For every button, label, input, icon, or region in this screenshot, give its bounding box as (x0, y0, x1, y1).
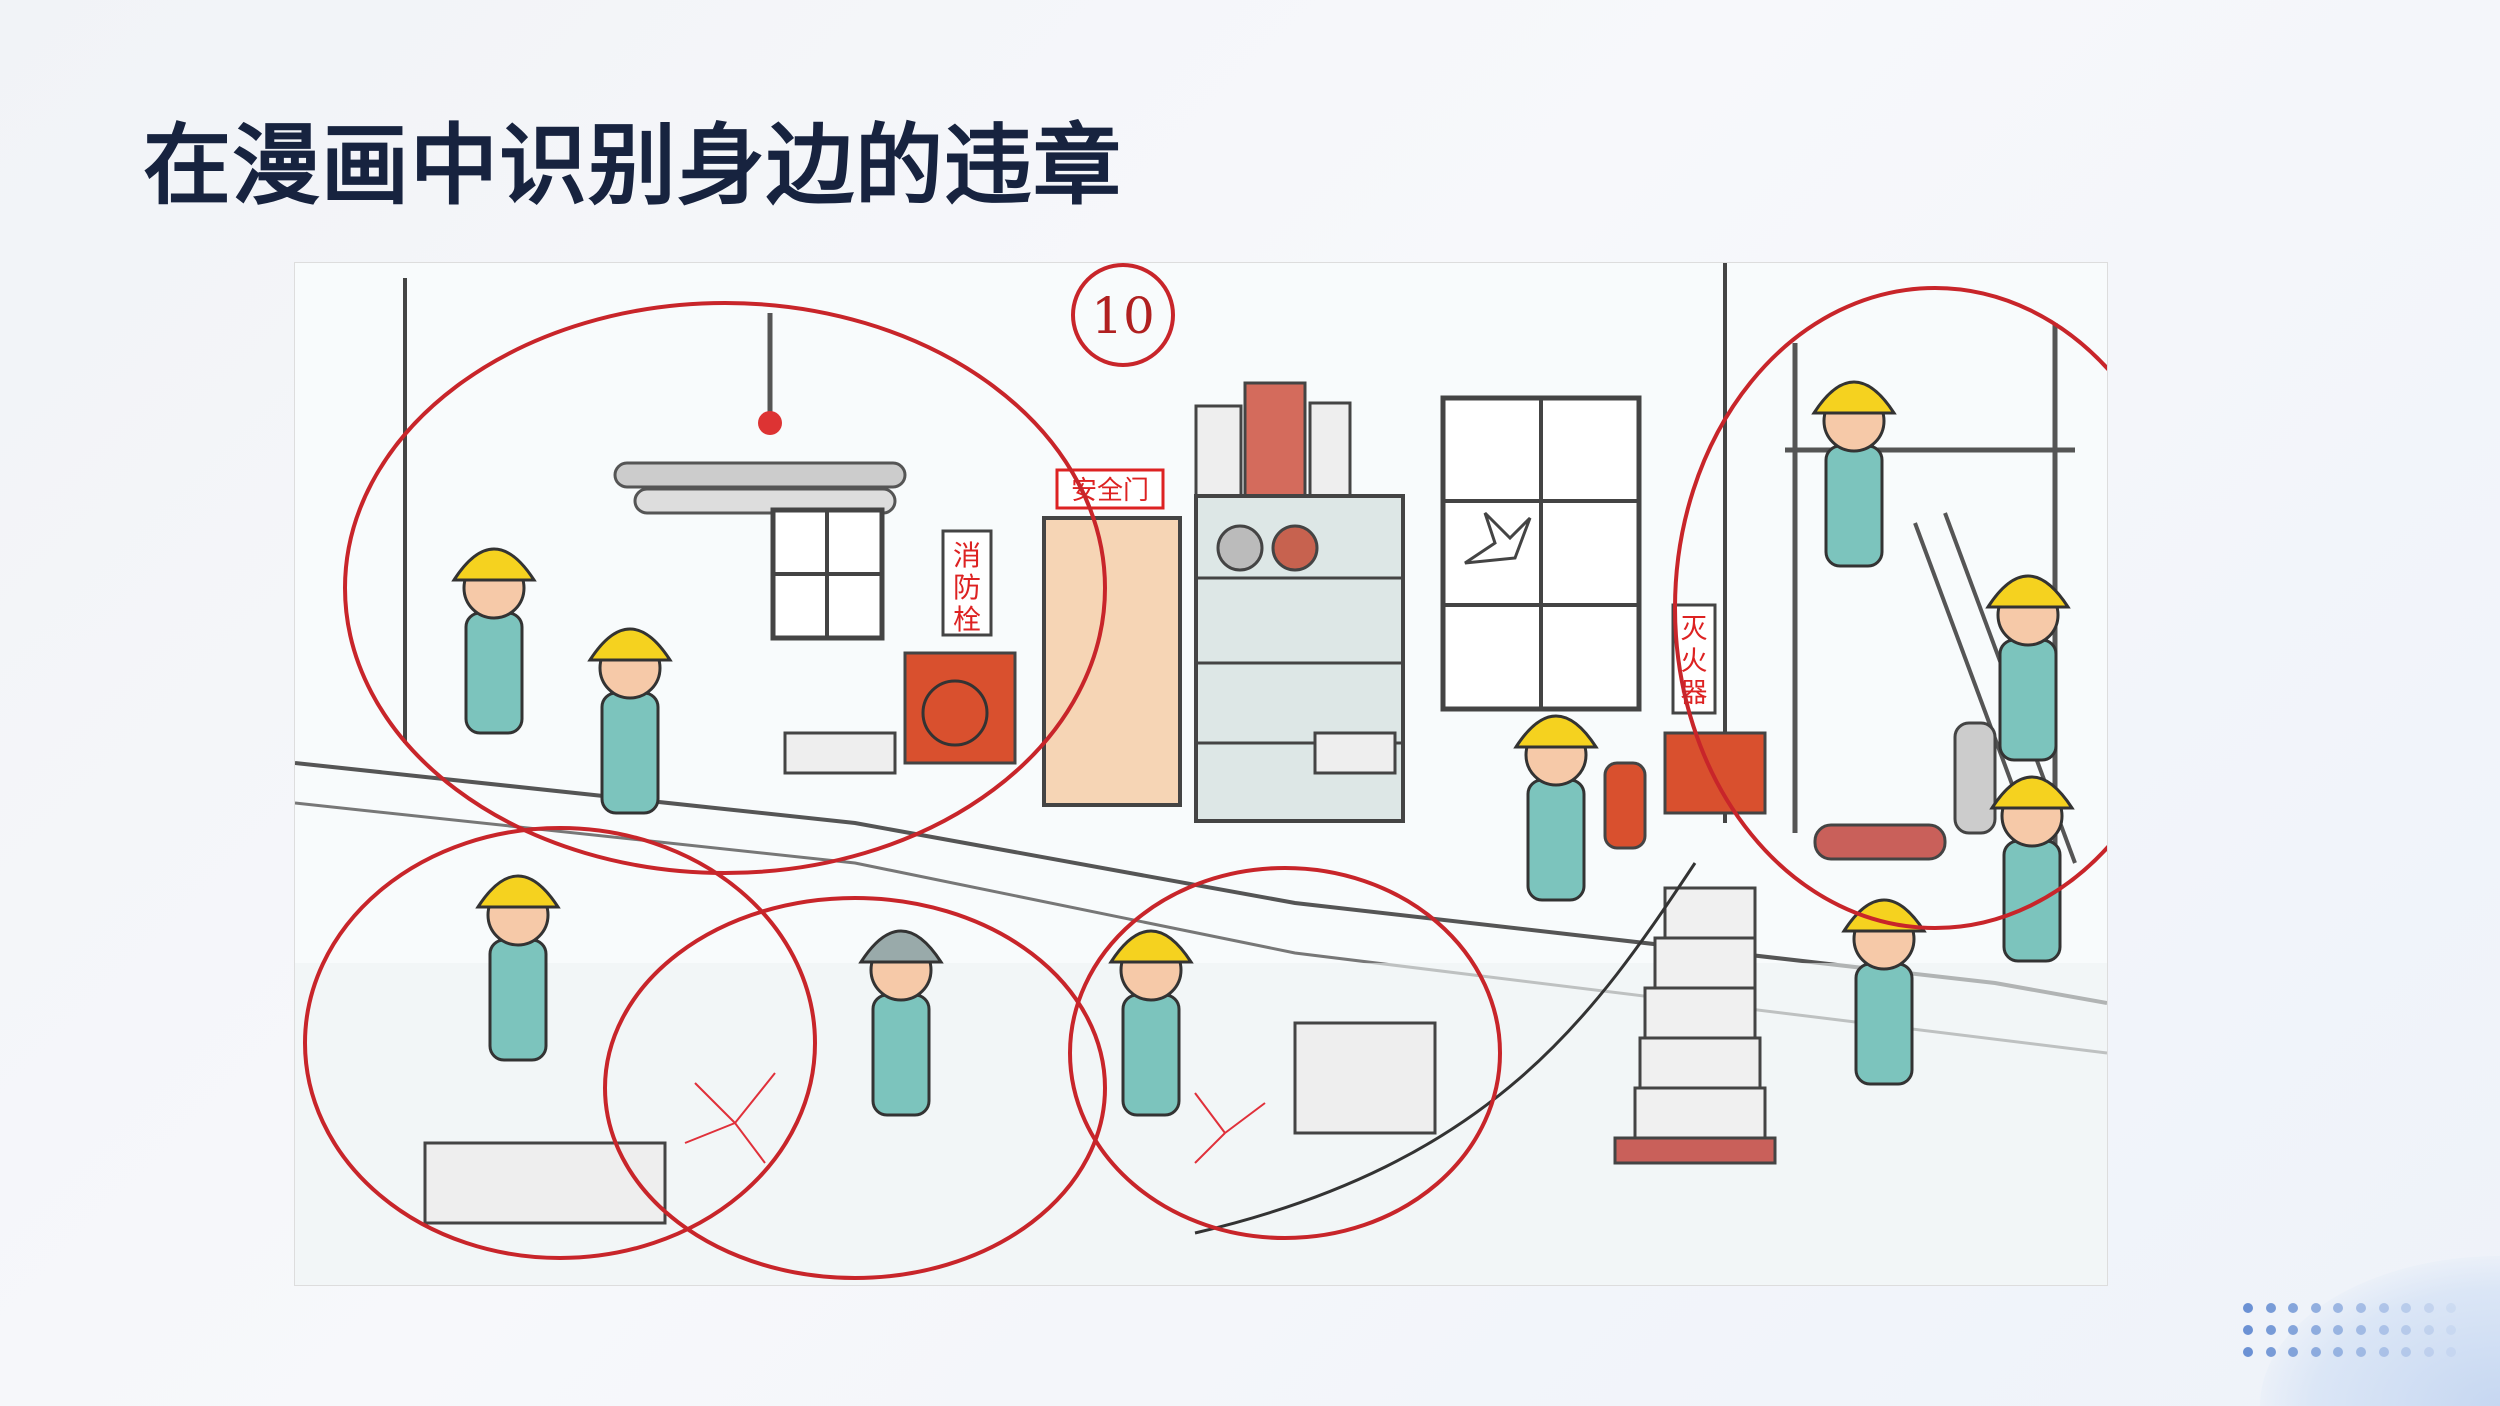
decor-dot (2378, 1325, 2389, 1335)
fire-hydrant-sign-char: 防 (953, 571, 981, 604)
violation-circle-bottom-middle (603, 896, 1107, 1280)
decor-dot (2333, 1303, 2344, 1313)
worker-figure (1811, 380, 1897, 568)
small-window (770, 507, 885, 641)
hard-hat-icon (1513, 714, 1599, 749)
worker-uniform (600, 691, 660, 815)
hard-hat-icon (1108, 929, 1194, 964)
decor-dot (2333, 1325, 2344, 1335)
violation-circle-bottom-left (303, 826, 817, 1260)
safety-violation-cartoon: 消 防 栓 安全门 灭 火 器 (295, 263, 2107, 1285)
worker-figure (1985, 574, 2071, 762)
hard-hat-icon (1811, 380, 1897, 415)
decor-dot (2423, 1303, 2434, 1313)
panel-number: 10 (1091, 287, 1155, 345)
decor-dot (2310, 1325, 2321, 1335)
decor-dot (2378, 1347, 2389, 1357)
storage-shelf (1194, 381, 1405, 823)
decor-dot (2401, 1325, 2412, 1335)
worker-uniform (1526, 778, 1586, 902)
fire-hydrant-box (903, 651, 1017, 765)
worker-uniform (488, 938, 548, 1062)
worker-uniform (464, 611, 524, 735)
hard-hat-icon (475, 874, 561, 909)
hard-hat-icon (1989, 775, 2075, 810)
decor-dot (2378, 1303, 2389, 1313)
violation-circle-top-left (343, 301, 1107, 875)
worker-figure (1513, 714, 1599, 902)
broken-window (1440, 395, 1642, 712)
hard-hat-icon (1985, 574, 2071, 609)
fire-hydrant-sign (941, 529, 993, 637)
decor-dot (2310, 1347, 2321, 1357)
slide-title: 在漫画中识别身边的违章 (143, 114, 1123, 217)
decor-dot (2355, 1303, 2366, 1313)
worker-figure (451, 547, 537, 735)
decor-dot (2446, 1303, 2457, 1313)
safety-door-sign (1055, 468, 1165, 510)
worker-uniform (2002, 839, 2062, 963)
fire-extinguisher-sign-char: 灭 (1681, 614, 1708, 645)
decor-dot (2288, 1347, 2299, 1357)
worker-figure (587, 627, 673, 815)
welding-sparks (684, 1072, 1266, 1164)
dot-grid-decoration (2243, 1303, 2469, 1357)
welding-machine (1663, 731, 1767, 815)
workers (451, 380, 2075, 1117)
crane-hook-with-pipes (613, 313, 907, 515)
cap-icon (858, 929, 944, 964)
decor-dot (2265, 1325, 2276, 1335)
violation-circle-grinder (1068, 866, 1502, 1240)
worker-uniform (1824, 444, 1884, 568)
worker-figure (1989, 775, 2075, 963)
fire-extinguisher (1603, 761, 1647, 850)
decor-dot (2401, 1303, 2412, 1313)
decor-dot (2265, 1303, 2276, 1313)
fire-hydrant-sign-char: 消 (953, 539, 981, 572)
decor-dot (2288, 1325, 2299, 1335)
worker-figure (475, 874, 561, 1062)
decor-dot (2355, 1325, 2366, 1335)
hard-hat-icon (587, 627, 673, 662)
decor-dot (2243, 1325, 2253, 1335)
decor-dot (2265, 1347, 2276, 1357)
worker-uniform (871, 993, 931, 1117)
decor-dot (2333, 1347, 2344, 1357)
decor-dot (2243, 1347, 2253, 1357)
welding-cable (1194, 862, 1697, 1235)
decor-dot (2288, 1303, 2299, 1313)
decor-dot (2446, 1347, 2457, 1357)
fire-extinguisher-sign-char: 火 (1681, 646, 1708, 677)
worker-uniform (1121, 993, 1181, 1117)
hard-hat-icon (451, 547, 537, 582)
decor-dot (2401, 1347, 2412, 1357)
fire-hydrant-sign-char: 栓 (953, 603, 981, 636)
worker-figure (1108, 929, 1194, 1117)
worker-uniform (1854, 962, 1914, 1086)
decor-dot (2243, 1303, 2253, 1313)
worker-uniform (1998, 638, 2058, 762)
safety-door (1042, 516, 1182, 807)
worker-figure (858, 929, 944, 1117)
decor-dot (2423, 1325, 2434, 1335)
violation-circle-right-scaffold (1673, 286, 2107, 930)
brick-stacks (423, 731, 1777, 1225)
decor-dot (2446, 1325, 2457, 1335)
decor-dot (2423, 1347, 2434, 1357)
decor-dot (2310, 1303, 2321, 1313)
panel-number-circle (1071, 263, 1175, 367)
decor-dot (2355, 1347, 2366, 1357)
violation-circles (303, 263, 2107, 1280)
